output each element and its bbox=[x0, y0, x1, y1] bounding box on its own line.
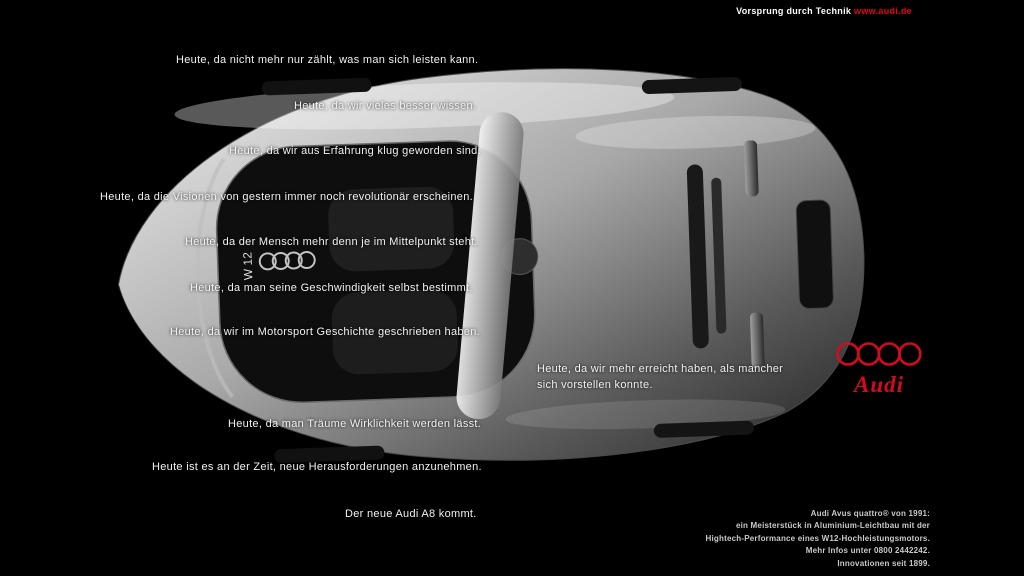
footer-line: ein Meisterstück in Aluminium-Leichtbau … bbox=[735, 521, 930, 531]
footer-info: Audi Avus quattro® von 1991: ein Meister… bbox=[706, 508, 930, 570]
ad-copy-line: Heute, da wir aus Erfahrung klug geworde… bbox=[229, 145, 481, 157]
audi-logo: Audi bbox=[834, 338, 924, 398]
engine-badge: W 12 bbox=[240, 252, 255, 281]
audi-url-link[interactable]: www.audi.de bbox=[854, 6, 912, 16]
footer-line: Innovationen seit 1899. bbox=[837, 558, 930, 568]
ad-copy-line: sich vorstellen konnte. bbox=[537, 378, 653, 391]
ad-copy-line: Heute ist es an der Zeit, neue Herausfor… bbox=[152, 461, 482, 473]
ad-copy-line: Der neue Audi A8 kommt. bbox=[345, 508, 477, 520]
audi-wordmark: Audi bbox=[853, 372, 905, 397]
footer-line: Mehr Infos unter 0800 2442242. bbox=[805, 546, 930, 556]
ad-copy-line: Heute, da nicht mehr nur zählt, was man … bbox=[176, 54, 479, 66]
ad-copy-line: Heute, da wir im Motorsport Geschichte g… bbox=[170, 326, 480, 338]
ad-copy-block: Heute, da wir mehr erreicht haben, als m… bbox=[537, 362, 783, 394]
ad-copy-line: Heute, da die Visionen von gestern immer… bbox=[100, 191, 473, 203]
ad-copy-line: Heute, da man Träume Wirklichkeit werden… bbox=[228, 418, 482, 430]
audi-rings-icon bbox=[836, 342, 922, 366]
footer-line: Audi Avus quattro® von 1991: bbox=[810, 509, 930, 519]
tagline: Vorsprung durch Technik www.audi.de bbox=[736, 6, 912, 16]
hood-rings-icon bbox=[258, 251, 316, 271]
tagline-text: Vorsprung durch Technik bbox=[736, 6, 852, 16]
ad-copy-line: Heute, da der Mensch mehr denn je im Mit… bbox=[185, 236, 478, 248]
ad-copy-line: Heute, da man seine Geschwindigkeit selb… bbox=[190, 282, 473, 294]
footer-line: Hightech-Performance eines W12-Hochleist… bbox=[705, 533, 930, 543]
ad-copy-line: Heute, da wir mehr erreicht haben, als m… bbox=[537, 363, 784, 375]
ad-copy-line: Heute, da wir vieles besser wissen. bbox=[294, 100, 477, 112]
